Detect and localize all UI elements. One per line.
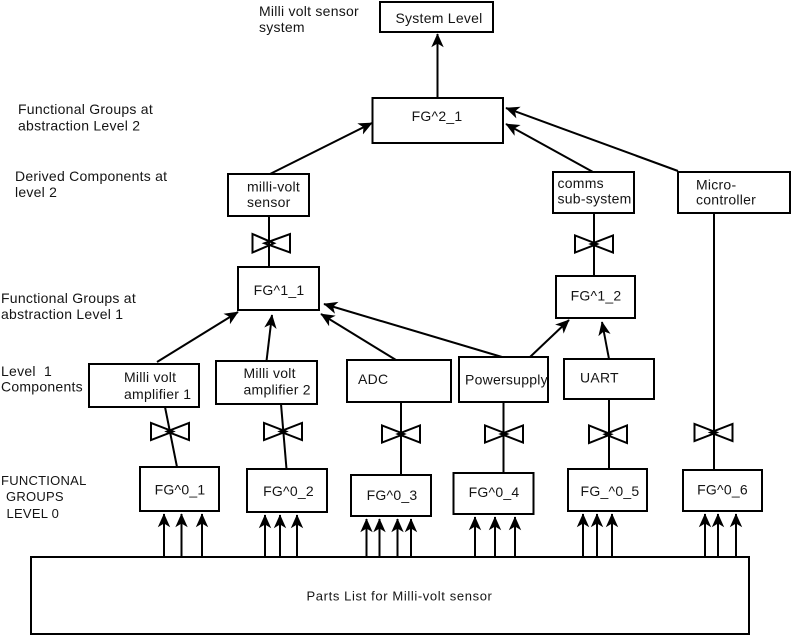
svg-text:FG^0_1: FG^0_1 xyxy=(155,482,206,498)
svg-text:FG^0_3: FG^0_3 xyxy=(367,487,418,503)
svg-text:Level 1: Level 1 xyxy=(1,363,52,379)
svg-text:UART: UART xyxy=(580,370,619,386)
svg-text:FG^0_6: FG^0_6 xyxy=(697,482,748,498)
svg-text:Milli volt: Milli volt xyxy=(244,365,296,381)
svg-text:FG^1_1: FG^1_1 xyxy=(254,282,305,298)
svg-text:sub-system: sub-system xyxy=(558,191,632,207)
svg-text:Derived Components at: Derived Components at xyxy=(15,168,167,184)
svg-text:GROUPS: GROUPS xyxy=(6,489,64,504)
svg-text:FG^0_4: FG^0_4 xyxy=(469,484,520,500)
svg-text:controller: controller xyxy=(696,192,756,208)
svg-text:Components: Components xyxy=(1,379,83,395)
svg-text:Powersupply: Powersupply xyxy=(465,372,548,388)
svg-text:Milli volt sensor: Milli volt sensor xyxy=(259,3,359,19)
svg-text:abstraction Level 1: abstraction Level 1 xyxy=(1,306,123,322)
svg-text:Functional Groups at: Functional Groups at xyxy=(18,101,153,117)
svg-text:FG_^0_5: FG_^0_5 xyxy=(581,483,640,499)
svg-text:sensor: sensor xyxy=(247,194,291,210)
svg-text:ADC: ADC xyxy=(358,371,388,387)
svg-text:amplifier 1: amplifier 1 xyxy=(124,386,191,402)
svg-text:FG^2_1: FG^2_1 xyxy=(412,108,463,124)
svg-text:system: system xyxy=(259,19,305,35)
svg-text:level 2: level 2 xyxy=(15,184,57,200)
svg-text:Parts List for Milli-volt sens: Parts List for Milli-volt sensor xyxy=(307,589,493,604)
svg-text:amplifier 2: amplifier 2 xyxy=(244,382,311,398)
svg-text:System Level: System Level xyxy=(395,10,482,26)
svg-text:Micro-: Micro- xyxy=(696,177,736,193)
svg-text:Functional Groups at: Functional Groups at xyxy=(1,290,136,306)
svg-text:FUNCTIONAL: FUNCTIONAL xyxy=(1,473,87,488)
svg-text:FG^1_2: FG^1_2 xyxy=(571,288,622,304)
svg-text:Milli volt: Milli volt xyxy=(124,369,176,385)
svg-text:comms: comms xyxy=(558,175,604,191)
svg-text:FG^0_2: FG^0_2 xyxy=(263,483,314,499)
svg-text:abstraction Level 2: abstraction Level 2 xyxy=(18,118,140,134)
svg-text:LEVEL 0: LEVEL 0 xyxy=(7,506,60,521)
svg-text:milli-volt: milli-volt xyxy=(247,179,300,195)
